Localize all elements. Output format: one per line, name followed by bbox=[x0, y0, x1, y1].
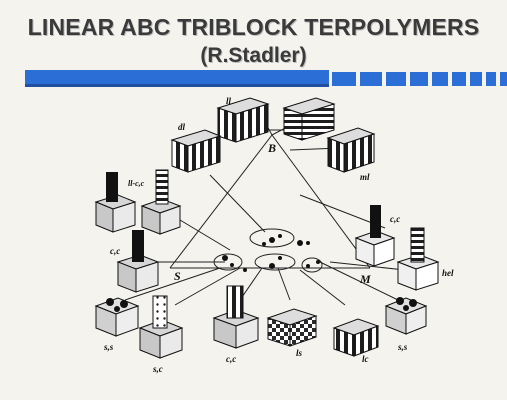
title-bar-segment bbox=[500, 72, 507, 86]
label-s-s-left: s,s bbox=[103, 342, 114, 352]
label-dl: dl bbox=[178, 122, 186, 132]
label-ll: ll bbox=[226, 96, 232, 106]
block-c-c-bottom: c,c bbox=[212, 285, 260, 364]
label-c-c-bottom: c,c bbox=[226, 354, 236, 364]
title-bar-segment bbox=[486, 72, 496, 86]
vertex-s: S bbox=[174, 269, 181, 283]
title-bar-segment bbox=[470, 72, 482, 86]
label-s-s-right: s,s bbox=[397, 342, 408, 352]
block-dl: dl bbox=[170, 122, 222, 173]
label-c-c-right: c,c bbox=[390, 214, 400, 224]
block-ll-c-c: ll-c,c bbox=[94, 172, 145, 233]
label-ls: ls bbox=[296, 348, 303, 358]
title-bar-segment bbox=[386, 72, 406, 86]
block-hel: hel bbox=[396, 227, 454, 291]
title-bar-segment bbox=[410, 72, 428, 86]
vertex-b: B bbox=[267, 141, 276, 155]
title-bar-segment bbox=[332, 72, 356, 86]
block-ls: ls bbox=[266, 308, 318, 358]
phase-diagram-center bbox=[213, 228, 323, 273]
title-bar-segment bbox=[452, 72, 466, 86]
label-ml: ml bbox=[360, 172, 370, 182]
block-ml: ml bbox=[326, 127, 376, 182]
block-stacked-cylinder bbox=[140, 169, 182, 235]
block-s-s-left: s,s bbox=[94, 297, 140, 352]
title-bar-segment bbox=[360, 72, 382, 86]
slide-subtitle: (R.Stadler) bbox=[200, 44, 307, 67]
label-c-c-left: c,c bbox=[110, 246, 120, 256]
label-hel: hel bbox=[442, 268, 454, 278]
title-bar-segment bbox=[432, 72, 448, 86]
block-ll: ll bbox=[216, 96, 270, 143]
label-ll-c-c: ll-c,c bbox=[128, 179, 145, 188]
title-bar bbox=[25, 70, 507, 87]
label-lc: lc bbox=[362, 354, 369, 364]
label-s-c: s,c bbox=[152, 364, 163, 374]
block-s-c: s,c bbox=[138, 295, 184, 374]
block-c-c-right: c,c bbox=[354, 205, 400, 267]
vertex-m: M bbox=[359, 272, 371, 286]
block-lc: lc bbox=[332, 318, 380, 364]
block-s-s-right: s,s bbox=[384, 297, 428, 352]
slide-title: LINEAR ABC TRIBLOCK TERPOLYMERS bbox=[27, 14, 480, 40]
block-lamellar-top bbox=[282, 97, 336, 141]
block-c-c-left: c,c bbox=[110, 230, 160, 293]
